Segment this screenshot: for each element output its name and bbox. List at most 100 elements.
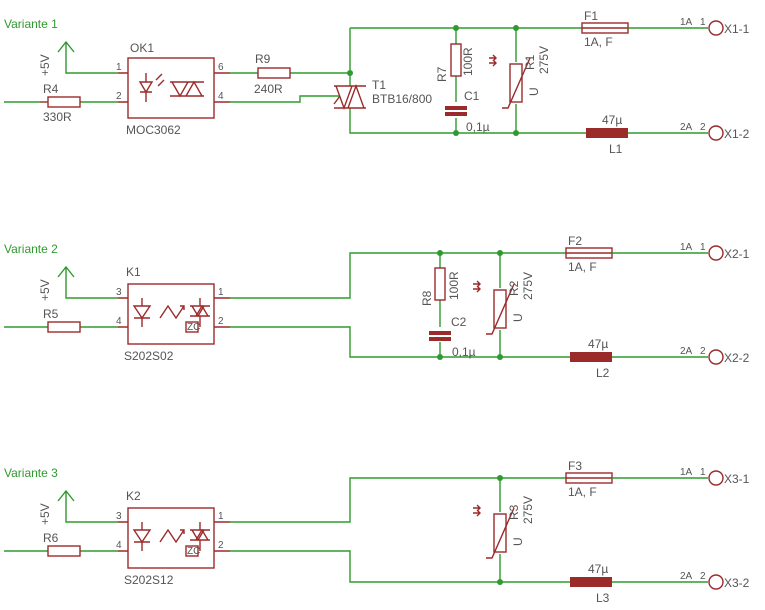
v2-l2-value: 47µ [588,337,608,351]
v2-r2-u: U [511,313,525,322]
v1-ok1-name: OK1 [130,41,154,55]
v3-l3-name: L3 [596,591,610,605]
v3-k2-part: S202S12 [124,573,174,587]
v1-vcc-symbol: +5V [38,40,118,76]
v3-l3-value: 47µ [588,562,608,576]
v3-x3-1-pin: 1 [700,467,706,478]
v3-k2-pin2: 2 [218,540,224,551]
v2-r8-resistor [434,267,446,301]
v3-k2-name: K2 [126,489,141,503]
v1-r7-resistor [450,43,462,77]
v2-l2-inductor [570,352,612,362]
v1-r1-value: 275V [537,46,551,74]
v1-l1-inductor [586,128,628,138]
v3-x3-1-signal: 1A [680,467,693,478]
v1-x1-2-pin: 2 [700,122,706,133]
v1-c1-name: C1 [464,89,480,103]
v2-r5-resistor [47,321,81,333]
v3-r3-u: U [511,537,525,546]
v1-r4-value: 330R [43,110,72,124]
v1-x1-2-name: X1-2 [724,127,750,141]
v3-f3-value: 1A, F [568,485,597,499]
v3-x3-2-pin: 2 [700,571,706,582]
variant-3: Variante 3 +5V R6 ZC K2 S202S12 3 4 1 2 … [4,459,750,605]
v2-c2-plate-bottom [429,337,451,341]
v1-x1-1-name: X1-1 [724,22,750,36]
v3-k2-pin4: 4 [116,540,122,551]
v1-connector-x1-1: 1A 1 X1-1 [680,17,750,36]
v1-x1-1-pin: 1 [700,17,706,28]
v2-r8-value: 100R [447,271,461,300]
v2-k1-pin4: 4 [116,316,122,327]
v2-c2-plate-top [429,331,451,335]
v2-k1-part: S202S02 [124,349,174,363]
v1-ok1-part: MOC3062 [126,123,181,137]
v1-r7-value: 100R [461,47,475,76]
v3-r3-name: R3 [507,504,521,520]
v1-ok1-pin1: 1 [116,62,122,73]
v3-r3-value: 275V [521,496,535,524]
v2-k1-ssr: ZC K1 S202S02 3 4 1 2 [116,265,230,363]
v3-vcc-label: +5V [38,503,52,525]
v3-l3-inductor [570,577,612,587]
v3-connector-x3-2: 2A 2 X3-2 [680,571,750,590]
v3-k2-zc: ZC [187,546,200,557]
v1-c1-value: 0,1µ [466,120,490,134]
variant-1-title: Variante 1 [4,17,58,31]
v2-k1-pin1: 1 [218,287,224,298]
v2-c2-name: C2 [451,315,467,329]
v2-l2-name: L2 [596,366,610,380]
variant-1: Variante 1 +5V R4 330R OK1 MOC3062 1 2 6… [4,9,750,156]
v3-connector-x3-1: 1A 1 X3-1 [680,467,750,486]
variant-3-title: Variante 3 [4,466,58,480]
v2-r2-varistor: U R2 275V [473,253,535,357]
v1-x1-1-signal: 1A [680,17,693,28]
variant-2-title: Variante 2 [4,242,58,256]
v3-f3-name: F3 [568,459,582,473]
v2-k1-name: K1 [126,265,141,279]
v2-x2-1-name: X2-1 [724,247,750,261]
v1-t1-triac: T1 BTB16/800 [333,28,456,134]
v1-r9-resistor [257,67,291,79]
v1-connector-x1-2: 2A 2 X1-2 [680,122,750,141]
v1-c1-plate-top [445,106,467,110]
v1-ok1-pin4: 4 [218,91,224,102]
v1-r7-name: R7 [435,66,449,82]
v1-c1-plate-bottom [445,112,467,116]
v1-ok1-pin6: 6 [218,62,224,73]
v1-f1-name: F1 [584,9,598,23]
v2-x2-1-pin: 1 [700,242,706,253]
v2-connector-x2-2: 2A 2 X2-2 [680,346,750,365]
v2-r2-value: 275V [521,272,535,300]
v1-t1-part: BTB16/800 [372,92,432,106]
v1-x1-2-signal: 2A [680,122,693,133]
v3-k2-ssr: ZC K2 S202S12 3 4 1 2 [116,489,230,587]
v2-connector-x2-1: 1A 1 X2-1 [680,242,750,261]
v1-r4-name: R4 [43,82,59,96]
v1-ok1-pin2: 2 [116,91,122,102]
v3-k2-pin3: 3 [116,511,122,522]
v2-k1-pin3: 3 [116,287,122,298]
v1-r1-varistor: U R1 275V [489,28,551,133]
v1-ok1-optocoupler: OK1 MOC3062 1 2 6 4 [116,41,230,137]
v2-x2-1-signal: 1A [680,242,693,253]
v1-r1-u: U [527,87,541,96]
v2-x2-2-signal: 2A [680,346,693,357]
v2-r8-name: R8 [420,290,434,306]
v3-r6-resistor [47,545,81,557]
v2-x2-2-name: X2-2 [724,351,750,365]
v3-x3-2-name: X3-2 [724,576,750,590]
v2-vcc-symbol: +5V [38,265,118,301]
v2-c2-value: 0,1µ [452,345,476,359]
v2-vcc-label: +5V [38,279,52,301]
v2-x2-2-pin: 2 [700,346,706,357]
v2-r2-name: R2 [507,280,521,296]
v2-r5-name: R5 [43,307,59,321]
v1-l1-name: L1 [609,142,623,156]
v1-r9-name: R9 [255,52,271,66]
v3-r6-name: R6 [43,531,59,545]
v3-k2-pin1: 1 [218,511,224,522]
v2-f2-name: F2 [568,234,582,248]
variant-2: Variante 2 +5V R5 ZC K1 S202S02 3 4 1 2 … [4,234,750,380]
